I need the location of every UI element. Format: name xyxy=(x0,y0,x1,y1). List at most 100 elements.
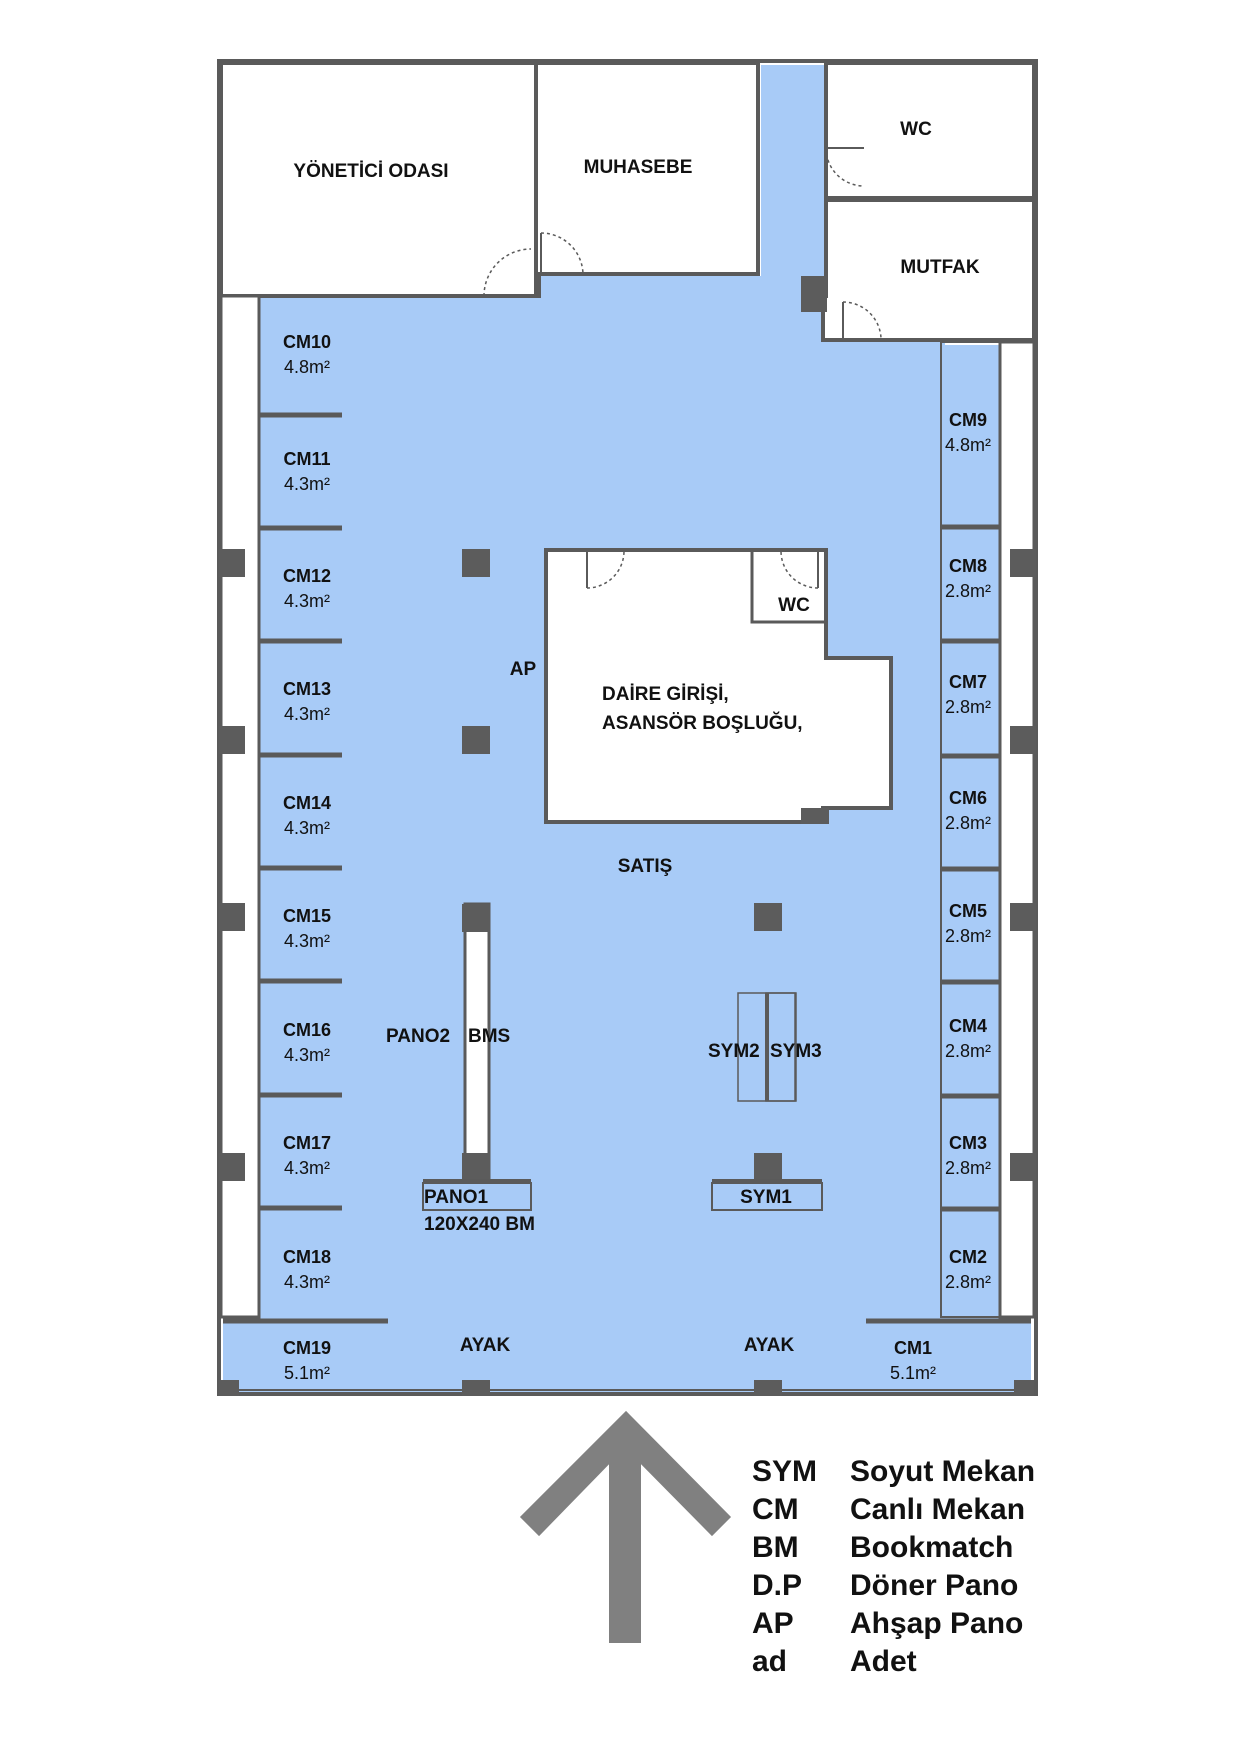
up-arrow-icon xyxy=(519,1410,732,1643)
stall-name: CM13 xyxy=(282,679,332,699)
stall-cm10: CM10 4.8m² xyxy=(283,330,331,380)
stall-cm9: CM9 4.8m² xyxy=(945,408,991,458)
office-walls xyxy=(219,61,1036,342)
stall-name: CM1 xyxy=(893,1338,933,1358)
center-door-1 xyxy=(586,550,625,589)
legend-row: CM Canlı Mekan xyxy=(752,1491,1035,1529)
sym1-label: SYM1 xyxy=(740,1187,792,1208)
legend-row: AP Ahşap Pano xyxy=(752,1605,1035,1643)
stall-area: 4.3m² xyxy=(283,1272,331,1292)
stall-name: CM17 xyxy=(282,1133,332,1153)
stall-area: 4.3m² xyxy=(283,818,331,838)
stall-name: CM6 xyxy=(948,788,988,808)
left-window-strip xyxy=(219,294,261,1319)
stall-area: 4.3m² xyxy=(283,591,331,611)
stall-name: CM7 xyxy=(948,672,988,692)
stall-cm7: CM7 2.8m² xyxy=(945,670,991,720)
stall-area: 2.8m² xyxy=(944,1272,992,1292)
right-stall-column xyxy=(940,341,1001,1318)
accounting-label: MUHASEBE xyxy=(583,157,693,178)
stall-cm16: CM16 4.3m² xyxy=(283,1018,331,1068)
stall-area: 2.8m² xyxy=(944,1041,992,1061)
sym1-box xyxy=(754,1153,782,1181)
sales-label: SATIŞ xyxy=(617,856,673,877)
legend-meaning: Adet xyxy=(850,1645,917,1678)
stall-name: CM14 xyxy=(282,793,332,813)
stall-area: 4.3m² xyxy=(283,474,330,494)
stall-cm18: CM18 4.3m² xyxy=(283,1245,331,1295)
pano2-panel xyxy=(462,902,491,1181)
stall-name: CM10 xyxy=(282,332,332,352)
sym2-sym3-display xyxy=(737,992,797,1102)
sym2-label: SYM2 xyxy=(708,1041,760,1062)
manager-door xyxy=(483,248,532,297)
stall-cm4: CM4 2.8m² xyxy=(945,1014,991,1064)
stall-name: CM8 xyxy=(948,556,988,576)
structural-columns xyxy=(219,276,1036,1396)
stall-area: 4.3m² xyxy=(283,1045,331,1065)
stall-area: 2.8m² xyxy=(944,813,992,833)
legend-meaning: Ahşap Pano xyxy=(850,1607,1024,1640)
stall-area: 5.1m² xyxy=(889,1363,937,1383)
stall-name: CM18 xyxy=(282,1247,332,1267)
pano1-label: PANO1 xyxy=(424,1187,489,1208)
stall-area: 4.8m² xyxy=(283,357,331,377)
pano2-label: PANO2 xyxy=(386,1026,451,1047)
stall-name: CM2 xyxy=(948,1247,988,1267)
center-wc-wall xyxy=(750,550,826,624)
stall-area: 4.3m² xyxy=(283,931,331,951)
stall-cm1: CM1 5.1m² xyxy=(890,1336,936,1386)
left-stall-dividers xyxy=(223,412,388,1324)
legend-abbr: CM xyxy=(752,1493,799,1526)
wc-top-label: WC xyxy=(900,119,932,140)
entrance-block xyxy=(544,548,893,824)
legend-meaning: Bookmatch xyxy=(850,1531,1014,1564)
stall-area: 4.3m² xyxy=(283,704,331,724)
legend-abbr: AP xyxy=(752,1607,794,1640)
stall-cm15: CM15 4.3m² xyxy=(283,904,331,954)
legend-abbr: BM xyxy=(752,1531,799,1564)
stall-cm13: CM13 4.3m² xyxy=(283,677,331,727)
legend-meaning: Soyut Mekan xyxy=(850,1455,1036,1488)
legend-meaning: Döner Pano xyxy=(850,1569,1019,1602)
stall-name: CM16 xyxy=(282,1020,332,1040)
stall-name: CM5 xyxy=(948,901,988,921)
stall-cm2: CM2 2.8m² xyxy=(945,1245,991,1295)
stall-cm12: CM12 4.3m² xyxy=(283,564,331,614)
sym3-label: SYM3 xyxy=(770,1041,822,1062)
legend-abbr: ad xyxy=(752,1645,788,1678)
ayak-right-label: AYAK xyxy=(743,1335,795,1356)
legend-meaning: Canlı Mekan xyxy=(850,1493,1026,1526)
stall-area: 2.8m² xyxy=(944,581,992,601)
stall-name: CM9 xyxy=(948,410,988,430)
stall-name: CM15 xyxy=(282,906,332,926)
pano1-size-label: 120X240 BM xyxy=(424,1214,535,1235)
accounting-door xyxy=(540,232,584,275)
stall-name: CM3 xyxy=(948,1133,988,1153)
entrance-label-line2: ASANSÖR BOŞLUĞU, xyxy=(602,713,803,734)
kitchen-label: MUTFAK xyxy=(900,257,980,278)
entrance-label-line1: DAİRE GİRİŞİ, xyxy=(602,684,729,705)
stall-name: CM12 xyxy=(282,566,332,586)
center-door-2 xyxy=(780,550,819,589)
stall-cm6: CM6 2.8m² xyxy=(945,786,991,836)
stall-name: CM4 xyxy=(948,1016,988,1036)
ayak-left-label: AYAK xyxy=(459,1335,511,1356)
ap-label: AP xyxy=(509,659,537,680)
stall-area: 2.8m² xyxy=(944,697,992,717)
stall-area: 4.8m² xyxy=(944,435,992,455)
stall-area: 5.1m² xyxy=(283,1363,331,1383)
legend-row: ad Adet xyxy=(752,1643,1035,1681)
stall-cm14: CM14 4.3m² xyxy=(283,791,331,841)
legend-row: BM Bookmatch xyxy=(752,1529,1035,1567)
bms-label: BMS xyxy=(468,1026,511,1047)
wc-center-label: WC xyxy=(778,595,810,616)
